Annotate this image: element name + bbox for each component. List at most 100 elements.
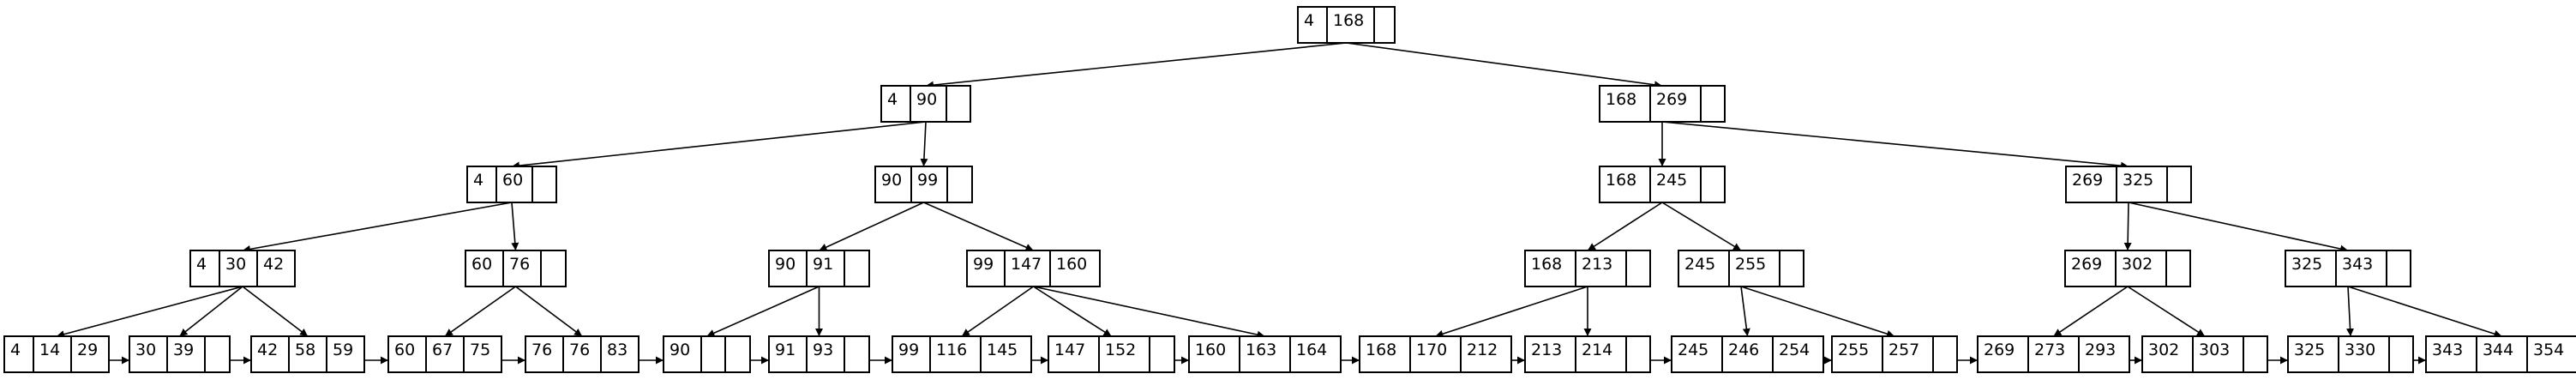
key-label: 255 bbox=[1735, 255, 1766, 274]
key-label: 4 bbox=[887, 90, 898, 109]
key-cell bbox=[1049, 250, 1101, 287]
key-cell bbox=[463, 335, 502, 373]
key-label: 90 bbox=[881, 171, 902, 190]
key-cell bbox=[204, 335, 231, 373]
key-label: 83 bbox=[607, 341, 627, 359]
key-label: 343 bbox=[2342, 255, 2373, 274]
tree-edge bbox=[2053, 286, 2129, 337]
key-label: 213 bbox=[1582, 255, 1612, 274]
key-cell bbox=[219, 250, 258, 287]
key-label: 4 bbox=[473, 171, 483, 190]
key-label: 325 bbox=[2294, 341, 2325, 359]
tree-edge bbox=[1587, 202, 1663, 251]
key-label: 302 bbox=[2148, 341, 2179, 359]
key-label: 212 bbox=[1467, 341, 1498, 359]
key-label: 76 bbox=[509, 255, 530, 274]
key-label: 75 bbox=[470, 341, 490, 359]
key-cell bbox=[326, 335, 365, 373]
leaf-node: 302 303 bbox=[2141, 335, 2268, 373]
key-label: 303 bbox=[2199, 341, 2230, 359]
key-cell bbox=[946, 166, 973, 203]
tree-edge bbox=[961, 286, 1034, 337]
key-label: 245 bbox=[1678, 341, 1708, 359]
key-cell bbox=[892, 335, 931, 373]
key-cell bbox=[844, 335, 870, 373]
tree-edge bbox=[242, 202, 513, 253]
key-label: 116 bbox=[936, 341, 967, 359]
key-cell bbox=[2141, 335, 2194, 373]
key-cell bbox=[2388, 335, 2414, 373]
tree-edge bbox=[56, 286, 243, 339]
key-label: 147 bbox=[1011, 255, 1042, 274]
key-cell bbox=[1831, 335, 1883, 373]
key-cell bbox=[2425, 335, 2477, 373]
key-label: 99 bbox=[898, 341, 919, 359]
key-label: 168 bbox=[1606, 171, 1636, 190]
key-cell bbox=[1297, 6, 1328, 44]
key-cell bbox=[1728, 250, 1780, 287]
key-label: 164 bbox=[1296, 341, 1327, 359]
key-label: 42 bbox=[257, 341, 278, 359]
key-cell bbox=[2285, 250, 2337, 287]
tree-edge bbox=[1740, 286, 1750, 337]
key-label: 257 bbox=[1888, 341, 1919, 359]
key-label: 4 bbox=[196, 255, 207, 274]
key-cell bbox=[844, 250, 870, 287]
key-label: 344 bbox=[2483, 341, 2513, 359]
key-label: 145 bbox=[987, 341, 1018, 359]
key-cell bbox=[1599, 85, 1651, 123]
tree-edge bbox=[242, 286, 309, 337]
key-cell bbox=[946, 85, 971, 123]
key-label: 170 bbox=[1416, 341, 1447, 359]
tree-edge bbox=[444, 286, 516, 337]
key-label: 58 bbox=[295, 341, 315, 359]
key-cell bbox=[2078, 335, 2130, 373]
tree-edge bbox=[2346, 286, 2355, 337]
tree-edge bbox=[1346, 42, 1663, 89]
key-label: 30 bbox=[225, 255, 246, 274]
key-label: 293 bbox=[2085, 341, 2116, 359]
key-label: 160 bbox=[1056, 255, 1087, 274]
key-cell bbox=[1649, 85, 1702, 123]
key-label: 354 bbox=[2533, 341, 2564, 359]
key-cell bbox=[465, 250, 504, 287]
key-cell bbox=[1188, 335, 1240, 373]
key-cell bbox=[2338, 335, 2390, 373]
key-label: 245 bbox=[1684, 255, 1715, 274]
key-cell bbox=[2243, 335, 2268, 373]
tree-edge bbox=[2123, 202, 2132, 251]
key-cell bbox=[1625, 335, 1651, 373]
key-cell bbox=[189, 250, 220, 287]
key-cell bbox=[250, 335, 290, 373]
key-label: 90 bbox=[775, 255, 796, 274]
key-cell bbox=[129, 335, 168, 373]
key-cell bbox=[1932, 335, 1958, 373]
key-cell bbox=[1048, 335, 1100, 373]
key-cell bbox=[700, 335, 726, 373]
key-label: 254 bbox=[1779, 341, 1810, 359]
key-cell bbox=[2335, 250, 2387, 287]
key-label: 302 bbox=[2122, 255, 2153, 274]
tree-edge bbox=[1435, 286, 1588, 338]
key-label: 91 bbox=[813, 255, 833, 274]
key-cell bbox=[70, 335, 110, 373]
key-label: 325 bbox=[2291, 255, 2322, 274]
key-cell bbox=[1239, 335, 1291, 373]
